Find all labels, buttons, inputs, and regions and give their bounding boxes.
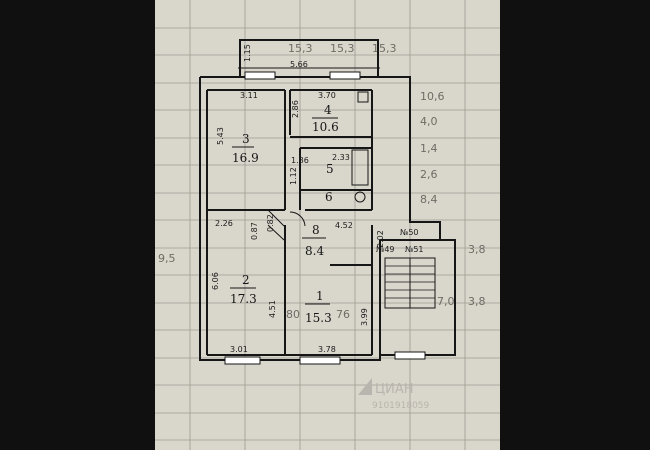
dim-wall-a: 0.87 — [250, 222, 259, 240]
dim-room1-right: 3.99 — [360, 308, 369, 326]
room-4-area: 10.6 — [312, 120, 339, 134]
room-6-number: 6 — [325, 190, 333, 204]
grid-value-2: 15,3 — [330, 42, 355, 55]
label-n50: №50 — [400, 228, 419, 237]
cian-logo-icon — [358, 378, 372, 395]
grid-value-r5: 8,4 — [420, 193, 438, 206]
dim-room3-top: 3.11 — [240, 91, 258, 100]
grid-value-r7: 3,8 — [468, 295, 486, 308]
doors — [267, 209, 306, 241]
room-5-number: 5 — [326, 162, 334, 176]
grid-value-r3: 1,4 — [420, 142, 438, 155]
grid-value-3: 15,3 — [372, 42, 397, 55]
label-n51: №51 — [405, 245, 424, 254]
grid-value-r4: 2,6 — [420, 168, 438, 181]
dim-room1-bottom: 3.78 — [318, 345, 336, 354]
dim-balcony-width: 5.66 — [290, 60, 308, 69]
dim-wall-b: 0.82 — [266, 214, 275, 232]
grid-paper — [155, 0, 500, 450]
room-1-number: 1 — [316, 289, 324, 303]
dim-hall-top: 4.52 — [335, 221, 353, 230]
dim-wc: 1.12 — [289, 167, 298, 185]
room-1-area: 15.3 — [305, 311, 332, 325]
grid-value-r1: 10,6 — [420, 90, 445, 103]
room-3-area: 16.9 — [232, 151, 259, 165]
grid-value-1: 15,3 — [288, 42, 313, 55]
dim-room2-right: 4.51 — [268, 300, 277, 318]
room-3-number: 3 — [242, 132, 250, 146]
grid-value-mid3: 76 — [336, 308, 350, 321]
grid-value-mid1: 7,0 — [437, 295, 455, 308]
grid-value-r2: 4,0 — [420, 115, 438, 128]
grid-value-left: 9,5 — [158, 252, 176, 265]
dim-room2-left: 6.06 — [211, 272, 220, 290]
watermark-id: 9101918059 — [372, 401, 430, 411]
grid-value-r6: 3,8 — [468, 243, 486, 256]
watermark: ЦИАН 9101918059 — [358, 378, 430, 411]
dim-balcony-depth: 1.15 — [243, 44, 252, 62]
stairs — [385, 265, 435, 299]
dim-bath-top: 2.33 — [332, 153, 350, 162]
dim-room4-side: 2.86 — [291, 100, 300, 118]
dim-bath-side: 1.86 — [291, 156, 309, 165]
watermark-brand: ЦИАН — [375, 382, 414, 397]
room-4-number: 4 — [324, 103, 332, 117]
windows — [224, 71, 426, 365]
room-2-number: 2 — [242, 273, 250, 287]
room-8-area: 8.4 — [305, 244, 324, 258]
dim-hall-side: 2.02 — [376, 230, 385, 248]
grid-value-mid2: 80 — [286, 308, 300, 321]
dim-room4-top: 3.70 — [318, 91, 336, 100]
bathroom-fixtures — [351, 91, 369, 203]
label-n49: №49 — [376, 245, 395, 254]
room-2-area: 17.3 — [230, 292, 257, 306]
room-8-number: 8 — [312, 223, 320, 237]
dim-room3-side: 5.43 — [216, 127, 225, 145]
dim-room2-top: 2.26 — [215, 219, 233, 228]
dim-room2-bottom: 3.01 — [230, 345, 248, 354]
